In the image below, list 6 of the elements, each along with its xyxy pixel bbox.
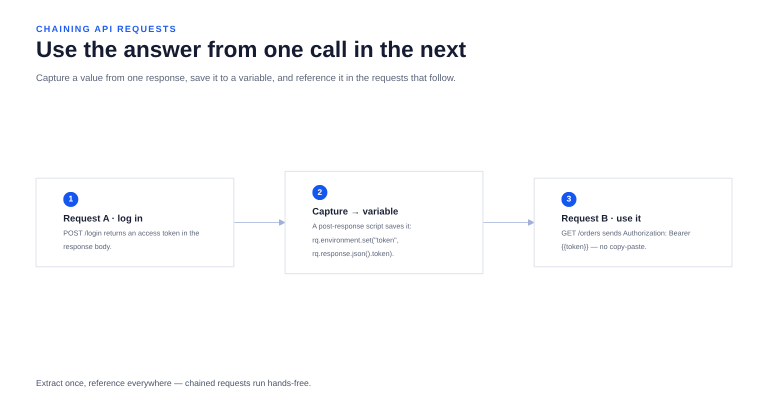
subtitle-text: Capture a value from one response, save it to a variable, and reference it in the requests that follow. xyxy=(36,73,456,84)
footer-caption: Extract once, reference everywhere — chained requests run hands-free. xyxy=(36,378,312,388)
arrow xyxy=(233,219,286,226)
arrow xyxy=(482,219,534,226)
eyebrow-text: CHAINING API REQUESTS xyxy=(36,24,177,34)
page-title: Use the answer from one call in the next xyxy=(36,37,466,63)
